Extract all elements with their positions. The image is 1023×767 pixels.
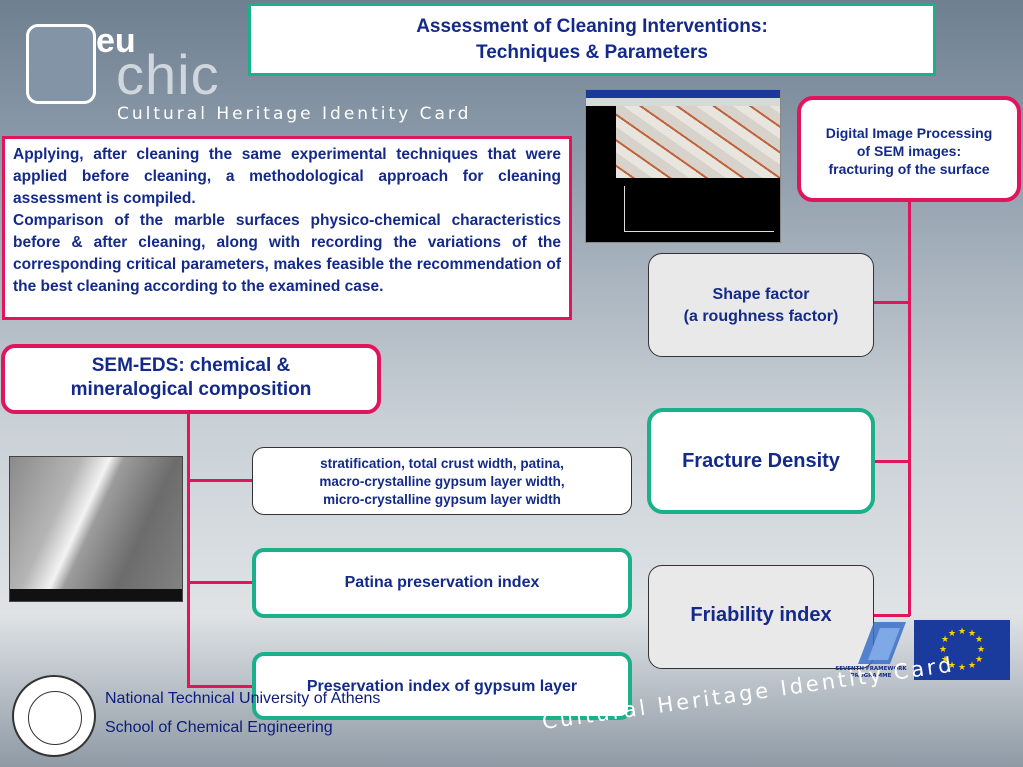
micrograph-info-bar: [10, 589, 182, 601]
svg-text:★: ★: [958, 627, 966, 637]
svg-text:★: ★: [948, 629, 956, 639]
tagline-top: Cultural Heritage Identity Card: [117, 104, 472, 124]
histogram-y-axis: [624, 186, 625, 232]
svg-text:★: ★: [975, 655, 983, 665]
semeds-line-2: mineralogical composition: [70, 379, 312, 400]
title-line-1: Assessment of Cleaning Interventions:: [416, 16, 768, 37]
logo-eu-text: eu: [96, 22, 136, 60]
ntua-seal-logo: [12, 675, 96, 757]
screenshot-toolbar: [586, 98, 780, 106]
sem-eds-box: SEM-EDS: chemical & mineralogical compos…: [1, 344, 381, 414]
shape-line-1: Shape factor: [712, 286, 810, 303]
fp7-line-1: SEVENTH FRAMEWORK: [835, 666, 907, 672]
digital-line-3: fracturing of the surface: [828, 161, 990, 177]
connector-patina: [189, 581, 252, 584]
shape-factor-box: Shape factor (a roughness factor): [648, 253, 874, 357]
fp7-swoosh-icon: [858, 622, 906, 664]
svg-text:★: ★: [977, 645, 985, 655]
semeds-line-1: SEM-EDS: chemical &: [91, 355, 291, 376]
shape-line-2: (a roughness factor): [683, 308, 839, 325]
svg-text:★: ★: [968, 629, 976, 639]
histogram-x-axis: [624, 231, 774, 232]
digital-line-1: Digital Image Processing: [825, 125, 993, 141]
euchic-logo-icon: [26, 24, 96, 104]
title-line-2: Techniques & Parameters: [476, 42, 708, 63]
intro-paragraph-1: Applying, after cleaning the same experi…: [13, 146, 561, 207]
svg-text:★: ★: [941, 635, 949, 645]
fracture-density-box: Fracture Density: [647, 408, 875, 514]
svg-text:★: ★: [948, 661, 956, 671]
eu-flag-icon: ★★★ ★★★ ★★★ ★★★: [914, 620, 1010, 680]
eu-stars-icon: ★★★ ★★★ ★★★ ★★★: [939, 627, 985, 673]
sem-micrograph-image: [9, 456, 183, 602]
strat-line-1: stratification, total crust width, patin…: [320, 456, 564, 471]
svg-text:★: ★: [939, 645, 947, 655]
sem-software-screenshot: [585, 89, 781, 243]
university-name: National Technical University of Athens: [105, 690, 381, 707]
connector-friability: [874, 614, 910, 617]
svg-text:★: ★: [975, 635, 983, 645]
strat-line-2: macro-crystalline gypsum layer width,: [319, 474, 565, 489]
gypsum-preservation-box: Preservation index of gypsum layer: [252, 652, 632, 720]
connector-fracture: [875, 460, 910, 463]
seal-inner-ring: [28, 691, 82, 745]
fp7-line-2: PROGRAMME: [850, 673, 892, 679]
connector-left-vertical: [187, 414, 190, 688]
intro-paragraph-2: Comparison of the marble surfaces physic…: [13, 212, 561, 295]
patina-preservation-box: Patina preservation index: [252, 548, 632, 618]
stratification-box: stratification, total crust width, patin…: [252, 447, 632, 515]
logo-chic-text: chic: [116, 43, 220, 106]
connector-right-vertical: [908, 202, 911, 616]
screenshot-sem-image: [616, 106, 780, 178]
digital-line-2: of SEM images:: [856, 143, 962, 159]
school-name: School of Chemical Engineering: [105, 719, 333, 736]
slide-title: Assessment of Cleaning Interventions: Te…: [248, 3, 936, 76]
screenshot-sidepanel: [586, 106, 616, 242]
friability-index-box: Friability index: [648, 565, 874, 669]
digital-image-processing-box: Digital Image Processing of SEM images: …: [797, 96, 1021, 202]
fp7-label: SEVENTH FRAMEWORK PROGRAMME: [834, 666, 908, 680]
screenshot-titlebar: [586, 90, 780, 98]
svg-text:★: ★: [968, 661, 976, 671]
connector-shape: [874, 301, 910, 304]
connector-gypsum: [189, 685, 252, 688]
strat-line-3: micro-crystalline gypsum layer width: [323, 492, 561, 507]
svg-text:★: ★: [958, 663, 966, 673]
fp7-logo: SEVENTH FRAMEWORK PROGRAMME: [834, 620, 908, 680]
svg-text:★: ★: [941, 655, 949, 665]
connector-strat: [189, 479, 252, 482]
intro-text-box: Applying, after cleaning the same experi…: [2, 136, 572, 320]
screenshot-histogram: [616, 178, 780, 242]
